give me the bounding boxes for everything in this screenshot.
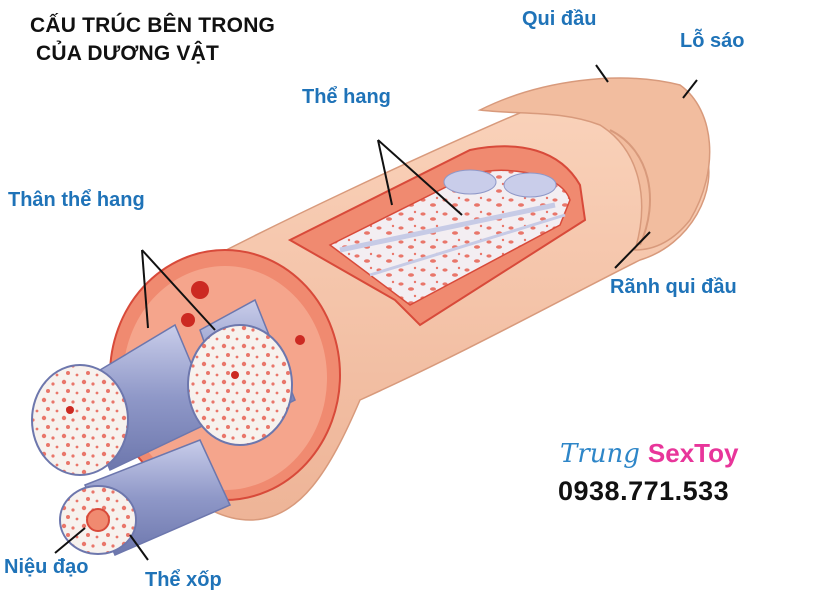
cutaway-window	[287, 145, 587, 327]
leader-lines	[54, 64, 698, 561]
label-ranh-qui-dau: Rãnh qui đầu	[610, 276, 737, 298]
vessel-dot	[191, 281, 209, 299]
label-the-xop: Thể xốp	[145, 569, 222, 591]
label-the-hang: Thể hang	[302, 86, 391, 108]
brand-product: SexToy	[647, 438, 739, 468]
glans-shape	[477, 77, 711, 251]
label-lo-sao: Lỗ sáo	[680, 30, 745, 52]
brand-name: Trung	[560, 439, 640, 469]
label-than-the-hang: Thân thể hang	[8, 189, 145, 211]
label-qui-dau: Qui đầu	[522, 8, 597, 30]
corona-ridge	[609, 129, 651, 246]
vessel-dot	[295, 335, 305, 345]
corpus-cavernosum-left	[31, 323, 216, 476]
title-line-2: CỦA DƯƠNG VẬT	[36, 42, 219, 65]
corpus-spongiosum	[59, 439, 232, 556]
urethra-opening	[86, 508, 110, 532]
label-nieu-dao: Niệu đạo	[4, 556, 89, 578]
watermark-phone: 0938.771.533	[558, 476, 730, 506]
vessel-dot	[181, 313, 195, 327]
corpus-cavernosum-right	[187, 298, 296, 446]
title-line-1: CẤU TRÚC BÊN TRONG	[30, 14, 276, 37]
